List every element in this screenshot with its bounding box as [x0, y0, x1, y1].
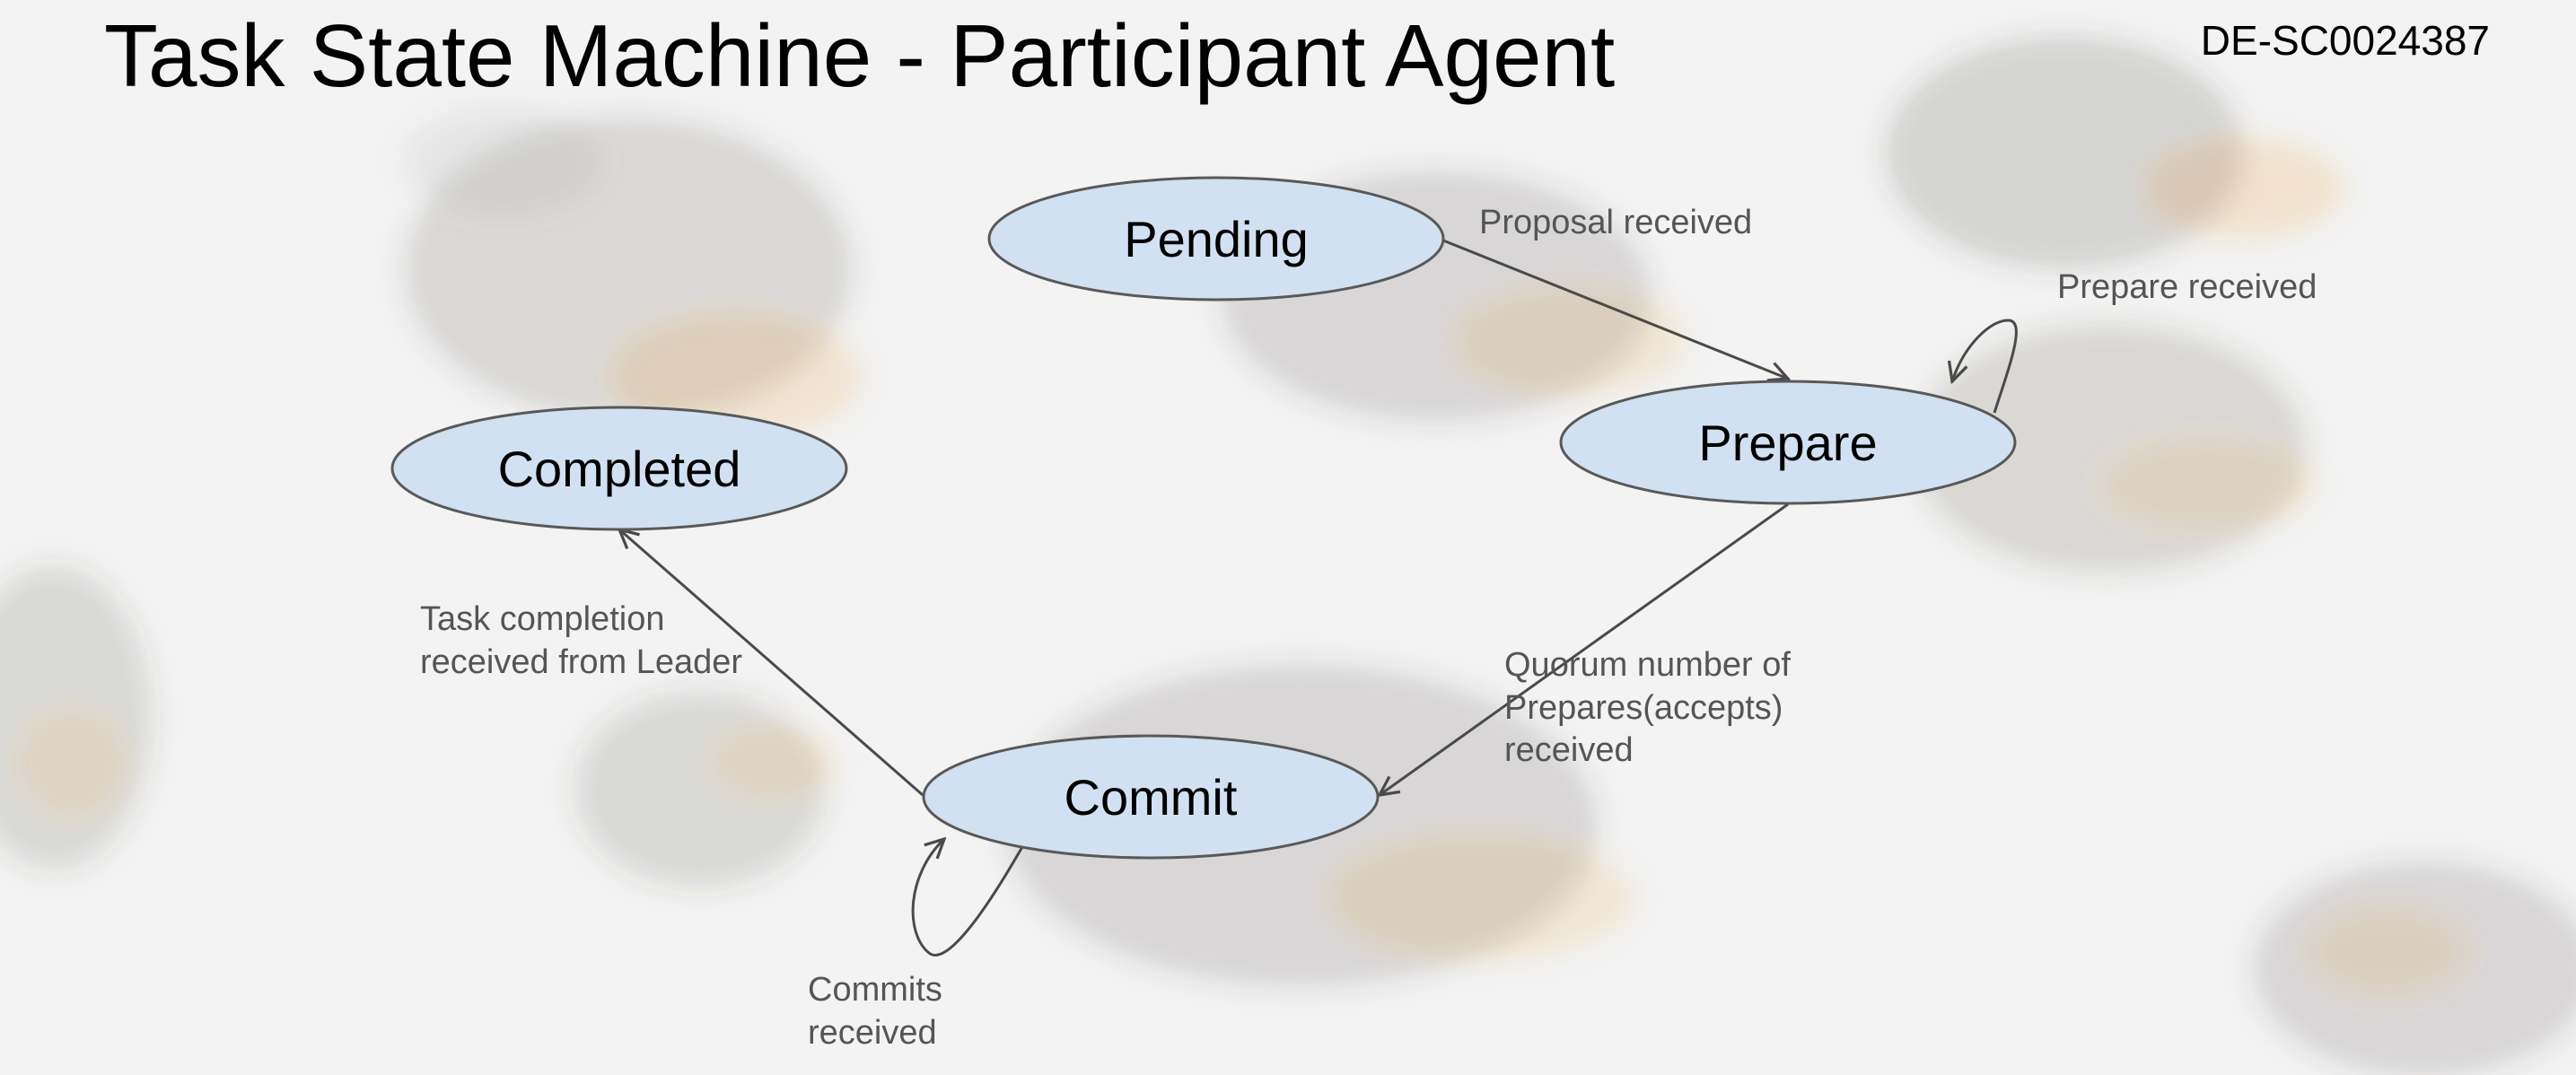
label-quorum-line-2: Prepares(accepts): [1504, 689, 1783, 727]
document-id: DE-SC0024387: [2200, 17, 2490, 64]
bee-shape: [574, 691, 835, 888]
state-prepare: Prepare: [1559, 380, 2017, 505]
arrow-commit-self-loop: [911, 839, 1025, 957]
label-proposal-received: Proposal received: [1479, 204, 1752, 241]
bee-shape: [404, 108, 862, 440]
state-prepare-label: Prepare: [1698, 415, 1877, 471]
page-title: Task State Machine - Participant Agent: [104, 6, 1616, 105]
bee-shape: [1912, 323, 2316, 574]
label-commits-received-line-2: received: [808, 1014, 937, 1052]
bee-shape: [0, 565, 153, 870]
arrow-prepare-to-commit: [1380, 503, 1789, 795]
arrow-pending-to-prepare: [1442, 239, 1788, 379]
state-completed: Completed: [390, 406, 848, 531]
state-commit: Commit: [922, 734, 1380, 860]
bee-shape: [2253, 861, 2576, 1075]
label-quorum-line-1: Quorum number of: [1504, 646, 1791, 684]
state-completed-label: Completed: [498, 441, 741, 497]
label-prepare-received: Prepare received: [2057, 268, 2317, 306]
label-task-completion-line-1: Task completion: [420, 600, 664, 638]
label-quorum-line-3: received: [1504, 731, 1634, 769]
arrow-commit-to-completed: [619, 529, 924, 797]
state-pending-label: Pending: [1124, 211, 1309, 267]
bee-shape: [1885, 36, 2343, 269]
label-task-completion-line-2: received from Leader: [420, 643, 742, 681]
state-commit-label: Commit: [1065, 769, 1238, 826]
arrow-prepare-self-loop: [1952, 319, 2018, 414]
label-commits-received-line-1: Commits: [808, 971, 942, 1009]
state-pending: Pending: [987, 176, 1445, 302]
